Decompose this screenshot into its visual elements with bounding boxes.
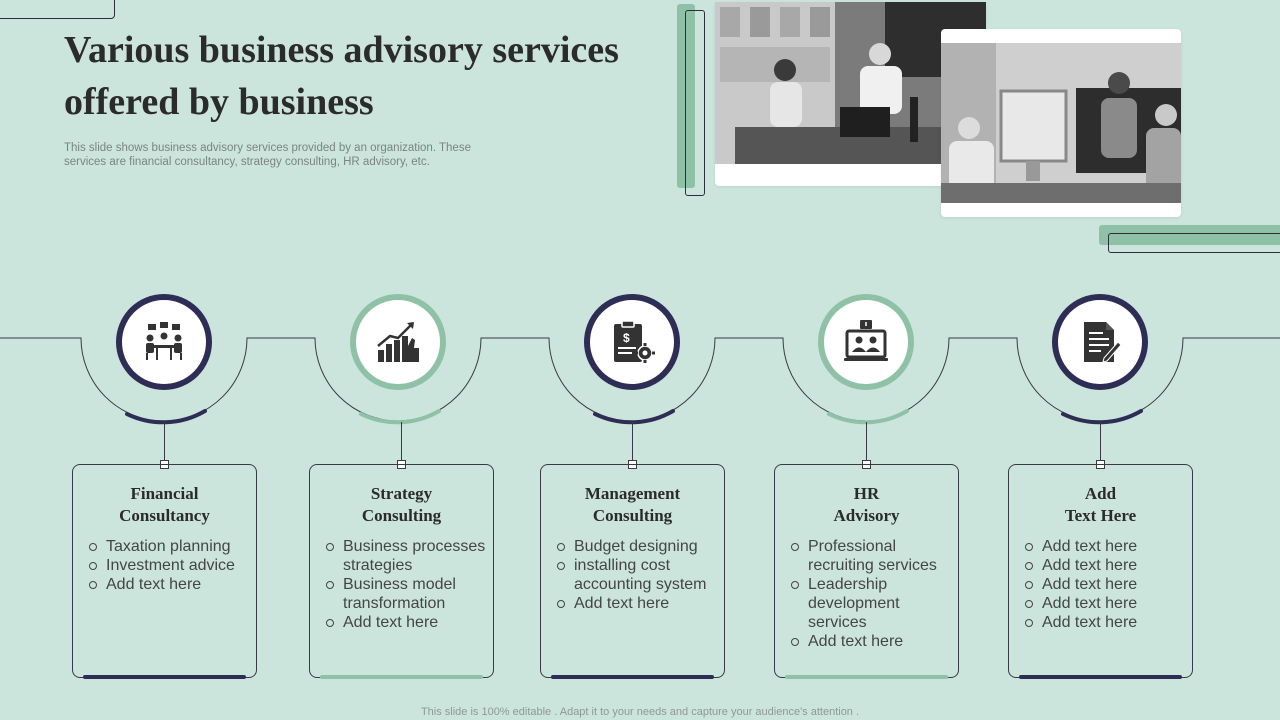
list-item: Business model transformation [324,575,492,613]
corner-frame-decoration [0,0,115,19]
list-item: Add text here [1023,613,1191,632]
list-item: Add text here [1023,556,1191,575]
list-item: Leadership development services [789,575,957,632]
list-item: Add text here [1023,594,1191,613]
outline-horizontal-bar-decoration [1108,233,1280,253]
list-item: Professional recruiting services [789,537,957,575]
connector-stem [164,422,165,460]
green-vertical-bar-decoration [677,4,695,188]
connector-stem [401,422,402,460]
list-item: Budget designing [555,537,723,556]
card-accent-bar [83,675,246,679]
management-consulting-circle: $ [584,294,680,390]
connector-stem [632,422,633,460]
hr-advisory-circle [818,294,914,390]
finance-report-gear-icon: $ [614,320,655,363]
list-item: Add text here [1023,537,1191,556]
card-bullet-list: Professional recruiting services Leaders… [789,537,957,651]
connector-stem [866,422,867,460]
list-item: Taxation planning [87,537,255,556]
growth-chart-icon [377,322,419,362]
team-meeting-icon [146,322,182,360]
list-item: Add text here [555,594,723,613]
card-accent-bar [785,675,948,679]
list-item: Add text here [1023,575,1191,594]
list-item: Add text here [789,632,957,651]
card-accent-bar [551,675,714,679]
green-horizontal-bar-decoration [1099,225,1280,245]
card-bullet-list: Budget designing installing cost account… [555,537,723,613]
list-item: Investment advice [87,556,255,575]
card-bullet-list: Taxation planning Investment advice Add … [87,537,255,594]
card-accent-bar [1019,675,1182,679]
page-subtitle: This slide shows business advisory servi… [64,142,471,168]
photo-card-office [941,29,1181,217]
page-title: Various business advisory services offer… [64,29,619,123]
card-accent-bar [320,675,483,679]
list-item: Add text here [324,613,492,632]
document-pen-icon [1084,322,1122,363]
add-text-here-circle [1052,294,1148,390]
connector-stem [1100,422,1101,460]
office-discussion-photo [941,43,1181,203]
outline-vertical-bar-decoration [685,10,705,196]
card-bullet-list: Add text here Add text here Add text her… [1023,537,1191,632]
video-conference-icon [844,320,888,361]
list-item: Business processes strategies [324,537,492,575]
timeline-connector [0,337,1280,425]
card-bullet-list: Business processes strategies Business m… [324,537,492,632]
footer-note: This slide is 100% editable . Adapt it t… [420,706,860,718]
list-item: installing cost accounting system [555,556,723,594]
list-item: Add text here [87,575,255,594]
svg-text:$: $ [623,331,630,345]
strategy-consulting-circle [350,294,446,390]
financial-consultancy-circle [116,294,212,390]
